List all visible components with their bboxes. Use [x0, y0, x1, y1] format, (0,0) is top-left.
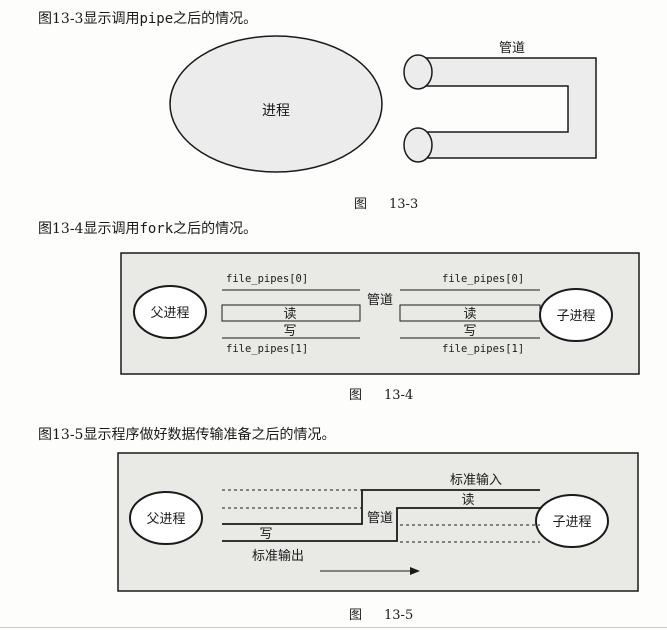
stdin-label: 标准输入 — [450, 472, 502, 488]
parent-process-ellipse — [133, 285, 207, 339]
paragraph-text: 图13-3显示调用 — [38, 11, 140, 27]
paragraph-text: 之后的情况。 — [173, 11, 258, 27]
caption-number: 13-4 — [384, 388, 414, 403]
figure-13-5: 父进程 子进程 管道 标准输入 读 写 标准输出 — [117, 452, 639, 592]
code-pipe: pipe — [139, 11, 174, 27]
process-ellipse — [169, 35, 383, 173]
code-fork: fork — [139, 221, 174, 237]
active-path-bottom — [222, 507, 540, 542]
paragraph-fig13-3: 图13-3显示调用pipe之后的情况。 — [38, 8, 257, 28]
caption-figure-13-3: 图 13-3 — [354, 193, 418, 212]
left-read-channel — [221, 304, 361, 322]
left-write-label: 写 — [283, 324, 296, 339]
active-path-top — [222, 489, 540, 525]
parent-process-label: 父进程 — [150, 306, 189, 321]
label-file-pipes-0-left: file_pipes[0] — [226, 273, 308, 285]
pipe-u-shape — [417, 57, 597, 159]
caption-number: 13-5 — [384, 608, 414, 623]
pipe-label: 管道 — [367, 511, 393, 526]
label-file-pipes-1-right: file_pipes[1] — [442, 343, 524, 355]
flow-arrow-head — [410, 567, 420, 575]
unused-channels — [222, 489, 540, 543]
parent-process-ellipse — [129, 491, 203, 545]
pipe-label: 管道 — [499, 41, 525, 56]
left-read-label: 读 — [283, 307, 296, 322]
caption-figure-13-5: 图 13-5 — [349, 604, 413, 623]
parent-process-label: 父进程 — [146, 512, 185, 527]
caption-label: 图 — [354, 197, 368, 212]
label-file-pipes-1-left: file_pipes[1] — [226, 343, 308, 355]
caption-label: 图 — [349, 388, 363, 403]
child-process-ellipse — [535, 494, 609, 548]
page-edge-line — [0, 627, 667, 628]
paragraph-text: 图13-4显示调用 — [38, 221, 140, 237]
caption-label: 图 — [349, 608, 363, 623]
caption-number: 13-3 — [389, 197, 419, 212]
child-process-label: 子进程 — [556, 309, 595, 324]
figure-13-3: 进程 管道 — [169, 35, 597, 173]
process-label: 进程 — [262, 103, 290, 119]
right-write-label: 写 — [463, 324, 476, 339]
pipe-end-top — [403, 54, 433, 90]
write-label: 写 — [259, 527, 272, 542]
caption-figure-13-4: 图 13-4 — [349, 384, 413, 403]
child-process-label: 子进程 — [552, 515, 591, 530]
pipe-label: 管道 — [367, 293, 393, 308]
paragraph-text: 之后的情况。 — [173, 221, 258, 237]
right-read-label: 读 — [463, 307, 476, 322]
paragraph-fig13-5: 图13-5显示程序做好数据传输准备之后的情况。 — [38, 427, 336, 443]
read-label: 读 — [461, 493, 474, 508]
pipe-end-bottom — [403, 127, 433, 163]
label-file-pipes-0-right: file_pipes[0] — [442, 273, 524, 285]
figure-13-4: 父进程 子进程 file_pipes[0] file_pipes[0] file… — [120, 252, 640, 375]
paragraph-fig13-4: 图13-4显示调用fork之后的情况。 — [38, 218, 257, 238]
stdout-label: 标准输出 — [252, 548, 304, 564]
right-read-channel — [399, 304, 541, 322]
